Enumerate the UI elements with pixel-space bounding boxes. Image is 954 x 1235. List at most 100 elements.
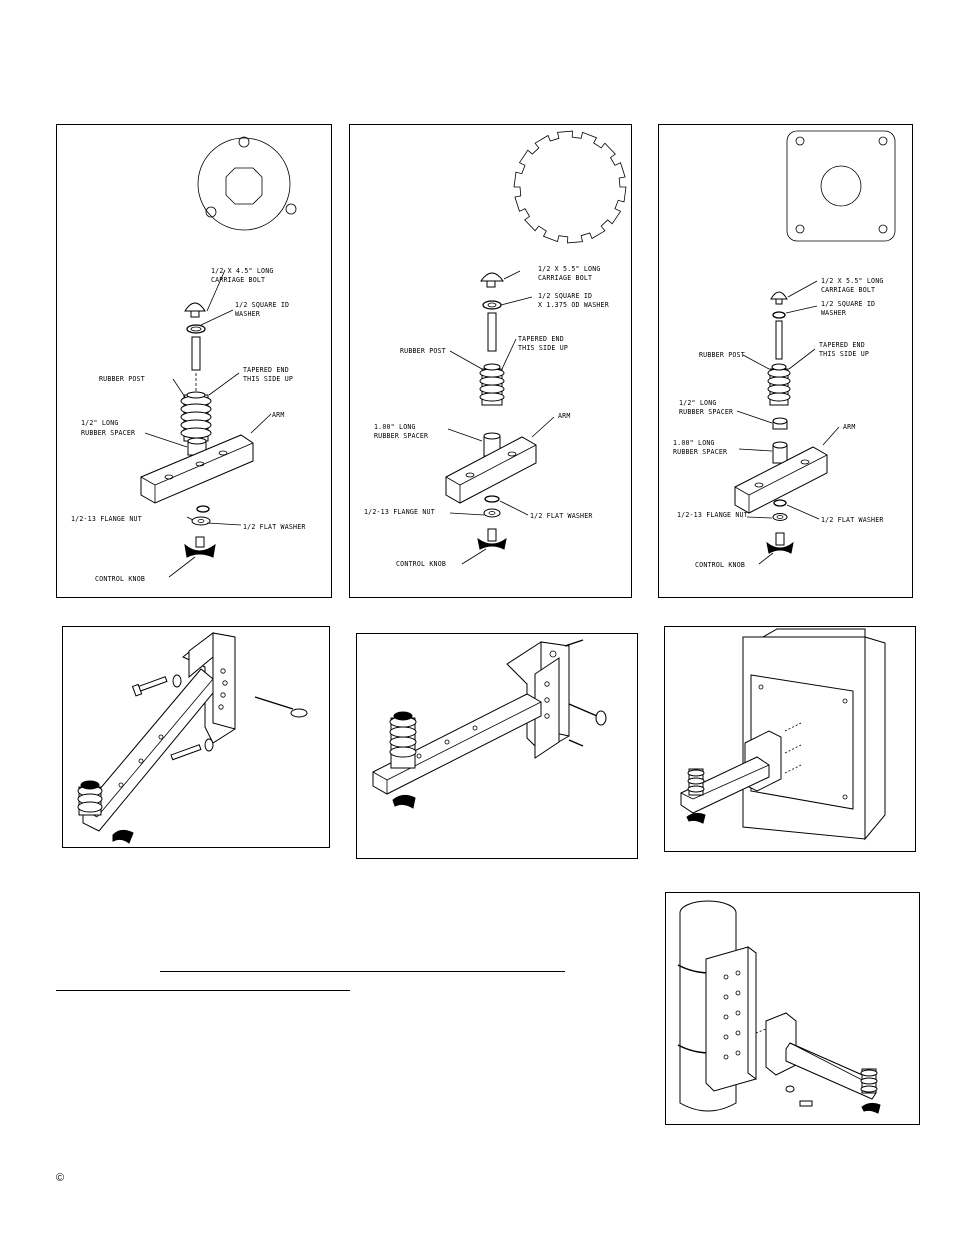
rubber-post-icon bbox=[767, 363, 791, 406]
washer-label-line1: 1/2 SQUARE ID bbox=[538, 292, 592, 300]
flat-washer-label: 1/2 FLAT WASHER bbox=[530, 512, 593, 520]
tapered-label-line1: TAPERED END bbox=[243, 366, 289, 374]
bolt-icon bbox=[564, 639, 607, 747]
bolt-icon bbox=[785, 1085, 813, 1107]
pin-icon bbox=[254, 696, 308, 718]
wall-bracket-icon bbox=[506, 641, 570, 759]
bolt-label-line2: CARRIAGE BOLT bbox=[211, 276, 265, 284]
underline-rule-1 bbox=[160, 971, 565, 972]
flat-washer-label: 1/2 FLAT WASHER bbox=[243, 523, 306, 531]
rubber-post-icon bbox=[860, 1068, 878, 1094]
spacer-half-label-line1: 1/2" LONG bbox=[679, 399, 717, 407]
tapered-label-line1: TAPERED END bbox=[518, 335, 564, 343]
arm-label: ARM bbox=[272, 411, 285, 419]
wall-mount-illustration bbox=[664, 626, 916, 852]
leader-lines bbox=[736, 280, 840, 565]
arm-icon bbox=[680, 756, 770, 814]
arm-icon bbox=[140, 434, 254, 504]
control-knob-icon bbox=[861, 1102, 881, 1114]
rubber-post-label: RUBBER POST bbox=[99, 375, 145, 383]
arm-icon bbox=[734, 446, 828, 514]
rubber-spacer-half-icon bbox=[772, 417, 788, 430]
diagram-drawing: 1/2 X 5.5" LONG CARRIAGE BOLT 1/2 SQUARE… bbox=[673, 130, 896, 569]
bolt-icon bbox=[170, 738, 214, 761]
arm-label: ARM bbox=[558, 412, 571, 420]
leader-lines bbox=[447, 270, 555, 565]
spacer-label-line2: RUBBER SPACER bbox=[374, 432, 428, 440]
rubber-post-icon bbox=[77, 780, 103, 816]
flange-nut-icon bbox=[191, 516, 211, 526]
rubber-post-label: RUBBER POST bbox=[699, 351, 745, 359]
rubber-post-icon bbox=[687, 768, 705, 796]
notched-plate-icon bbox=[513, 130, 627, 244]
diagram-drawing: 1/2 X 5.5" LONG CARRIAGE BOLT 1/2 SQUARE… bbox=[364, 130, 627, 568]
square-plate-icon bbox=[786, 130, 896, 242]
arm-icon bbox=[445, 436, 537, 504]
pole-mount-illustration bbox=[665, 892, 920, 1125]
angled-arm-drawing bbox=[77, 632, 308, 844]
spacer-one-label-line1: 1.00" LONG bbox=[673, 439, 715, 447]
copyright-symbol: © bbox=[56, 1172, 65, 1184]
tapered-label-line2: THIS SIDE UP bbox=[819, 350, 869, 358]
control-knob-icon bbox=[686, 812, 706, 824]
angled-arm-assembly-illustration bbox=[62, 626, 330, 848]
rubber-post-icon bbox=[479, 363, 505, 406]
diagram-drawing: 1/2 X 4.5" LONG CARRIAGE BOLT 1/2 SQUARE… bbox=[71, 136, 306, 583]
carriage-bolt-icon bbox=[480, 272, 504, 352]
bolt-label-line2: CARRIAGE BOLT bbox=[538, 274, 592, 282]
washer-label-line2: X 1.375 OD WASHER bbox=[538, 301, 609, 309]
control-knob-icon bbox=[112, 829, 134, 844]
control-knob-label: CONTROL KNOB bbox=[396, 560, 446, 568]
spacer-half-label-line2: RUBBER SPACER bbox=[679, 408, 733, 416]
spacer-label-line1: 1/2" LONG bbox=[81, 419, 119, 427]
spacer-one-label-line2: RUBBER SPACER bbox=[673, 448, 727, 456]
rubber-spacer-one-icon bbox=[772, 441, 788, 464]
pole-plate-icon bbox=[705, 946, 757, 1092]
rubber-post-label: RUBBER POST bbox=[400, 347, 446, 355]
washer-label-line1: 1/2 SQUARE ID bbox=[821, 300, 875, 308]
leader-lines bbox=[144, 269, 272, 578]
control-knob-label: CONTROL KNOB bbox=[95, 575, 145, 583]
flat-washer-label: 1/2 FLAT WASHER bbox=[821, 516, 884, 524]
wall-mount-drawing bbox=[680, 628, 886, 841]
spacer-label-line1: 1.00" LONG bbox=[374, 423, 416, 431]
bolt-icon bbox=[131, 674, 182, 697]
bolt-label-line2: CARRIAGE BOLT bbox=[821, 286, 875, 294]
control-knob-icon bbox=[392, 794, 416, 809]
bolt-label-line1: 1/2 X 5.5" LONG bbox=[821, 277, 884, 285]
angled-arm-icon bbox=[82, 668, 214, 832]
control-knob-icon bbox=[184, 536, 216, 558]
flat-washer-icon bbox=[484, 495, 500, 503]
flat-washer-icon bbox=[196, 505, 210, 513]
straight-arm-assembly-illustration bbox=[356, 633, 638, 859]
rubber-post-icon bbox=[389, 711, 417, 769]
tapered-label-line2: THIS SIDE UP bbox=[518, 344, 568, 352]
control-knob-label: CONTROL KNOB bbox=[695, 561, 745, 569]
pole-mount-drawing bbox=[677, 900, 881, 1114]
bolt-label-line1: 1/2 X 4.5" LONG bbox=[211, 267, 274, 275]
carriage-bolt-icon bbox=[770, 291, 788, 360]
tapered-label-line1: TAPERED END bbox=[819, 341, 865, 349]
exploded-diagram-square-mount: 1/2 X 5.5" LONG CARRIAGE BOLT 1/2 SQUARE… bbox=[658, 124, 913, 598]
washer-label-line2: WASHER bbox=[821, 309, 846, 317]
carriage-bolt-icon bbox=[184, 302, 206, 393]
arm-label: ARM bbox=[843, 423, 856, 431]
flange-nut-label: 1/2-13 FLANGE NUT bbox=[71, 515, 142, 523]
bolt-label-line1: 1/2 X 5.5" LONG bbox=[538, 265, 601, 273]
spacer-label-line2: RUBBER SPACER bbox=[81, 429, 135, 437]
round-plate-icon bbox=[197, 136, 297, 231]
washer-label-line2: WASHER bbox=[235, 310, 260, 318]
washer-label-line1: 1/2 SQUARE ID bbox=[235, 301, 289, 309]
straight-arm-drawing bbox=[372, 639, 607, 809]
flange-nut-icon bbox=[772, 513, 788, 521]
tapered-label-line2: THIS SIDE UP bbox=[243, 375, 293, 383]
control-knob-icon bbox=[766, 532, 794, 554]
control-knob-icon bbox=[477, 528, 507, 550]
flat-washer-icon bbox=[773, 499, 787, 507]
exploded-diagram-round-mount: 1/2 X 4.5" LONG CARRIAGE BOLT 1/2 SQUARE… bbox=[56, 124, 332, 598]
flange-nut-label: 1/2-13 FLANGE NUT bbox=[364, 508, 435, 516]
bolt-icon bbox=[784, 722, 802, 774]
underline-rule-2 bbox=[56, 990, 350, 991]
flange-nut-icon bbox=[483, 508, 501, 518]
rubber-post-icon bbox=[180, 391, 212, 442]
